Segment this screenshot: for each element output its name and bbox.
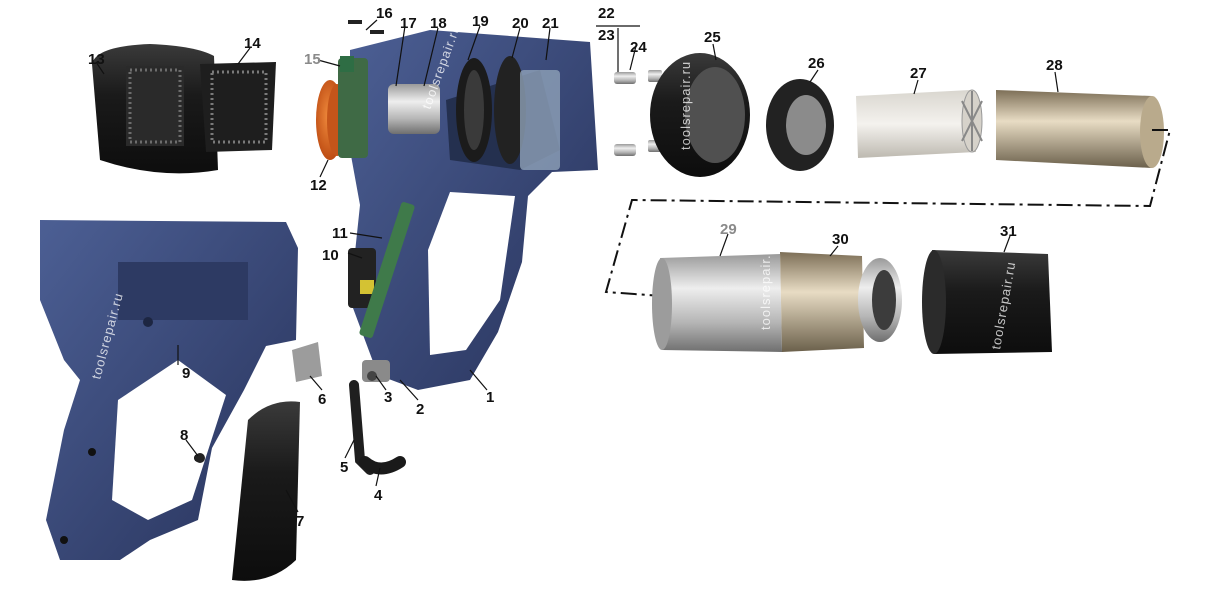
label-part-26: 26: [808, 55, 825, 72]
watermark-text: toolsrepair.ru: [758, 241, 773, 330]
label-part-10: 10: [322, 247, 339, 264]
part-14-grille-insert: [200, 62, 276, 152]
label-part-4: 4: [374, 487, 383, 504]
label-part-12: 12: [310, 177, 327, 194]
part-25-front-ring: [650, 53, 750, 177]
label-part-1: 1: [486, 389, 494, 406]
part-13-rear-grille-cap: [92, 44, 218, 174]
label-part-23: 23: [598, 27, 615, 44]
label-part-22: 22: [598, 5, 615, 22]
part-11-control-board: [359, 202, 415, 338]
part-number-labels: 1 2 3 4 5 6 7 8 9 10 11 12 13 14 15 16 1…: [88, 5, 1063, 530]
label-part-5: 5: [340, 459, 348, 476]
part-15-switch: [340, 56, 354, 72]
part-24-heater-screws: [614, 70, 662, 156]
label-part-27: 27: [910, 65, 927, 82]
label-part-6: 6: [318, 391, 326, 408]
label-part-30: 30: [832, 231, 849, 248]
part-26-heater-ring: [766, 79, 834, 171]
part-9-housing-left-half: [40, 220, 298, 560]
part-19-fan-wheel: [456, 58, 492, 162]
label-part-17: 17: [400, 15, 417, 32]
label-part-16: 16: [376, 5, 393, 22]
label-part-19: 19: [472, 13, 489, 30]
label-part-8: 8: [180, 427, 188, 444]
part-7-grip-cover: [232, 401, 300, 581]
part-18-motor: [388, 84, 440, 134]
label-part-2: 2: [416, 401, 424, 418]
label-part-28: 28: [1046, 57, 1063, 74]
label-part-11: 11: [332, 225, 348, 242]
part-30-nozzle-inner-tube: [780, 252, 902, 352]
part-3-clamp-screw: [367, 371, 377, 381]
part-16-screw: [348, 20, 384, 34]
part-10-switch-module: [348, 248, 376, 308]
label-part-18: 18: [430, 15, 447, 32]
watermark-text: toolsrepair.ru: [678, 61, 693, 150]
label-part-25: 25: [704, 29, 721, 46]
part-17-circuit-board: [338, 58, 368, 158]
part-27-heating-element: [856, 89, 983, 158]
label-part-15: 15: [304, 51, 321, 68]
assembly-connector-line: [604, 129, 1172, 297]
label-part-21: 21: [542, 15, 559, 32]
label-part-13: 13: [88, 51, 105, 68]
label-part-7: 7: [296, 513, 304, 530]
label-part-24: 24: [630, 39, 647, 56]
part-4-power-cord: [359, 456, 406, 475]
label-part-29: 29: [720, 221, 737, 238]
leader-lines: [95, 19, 1059, 513]
part-20-air-guide: [494, 56, 526, 164]
label-part-20: 20: [512, 15, 529, 32]
part-29-nozzle-outer-tube: [652, 254, 782, 352]
part-21-mica-bracket: [520, 70, 560, 170]
label-part-31: 31: [1000, 223, 1017, 240]
label-part-3: 3: [384, 389, 392, 406]
part-28-mica-tube: [996, 90, 1164, 168]
label-part-9: 9: [182, 365, 190, 382]
label-part-14: 14: [244, 35, 261, 52]
part-6-hanging-cap: [292, 342, 322, 382]
part-31-nozzle-sleeve: [922, 250, 1052, 354]
